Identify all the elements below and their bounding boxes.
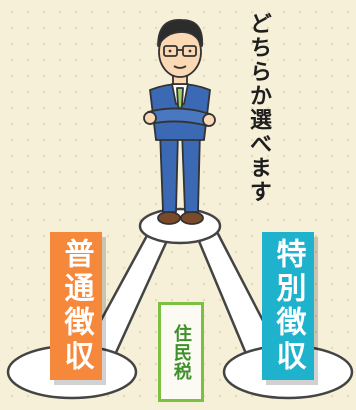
resident-tax-label: 住民税	[170, 323, 192, 381]
resident-tax-tag: 住民税	[158, 302, 204, 402]
option-label-tokubetsu-choshu: 特別徴収	[270, 238, 306, 374]
center-platform	[138, 207, 222, 245]
businessman-illustration	[143, 19, 216, 225]
option-box-tokubetsu-choshu: 特別徴収	[262, 232, 314, 380]
option-box-futsu-choshu: 普通徴収	[50, 232, 102, 380]
choice-caption: どちらか選べます	[246, 12, 271, 204]
option-label-futsu-choshu: 普通徴収	[58, 238, 94, 374]
